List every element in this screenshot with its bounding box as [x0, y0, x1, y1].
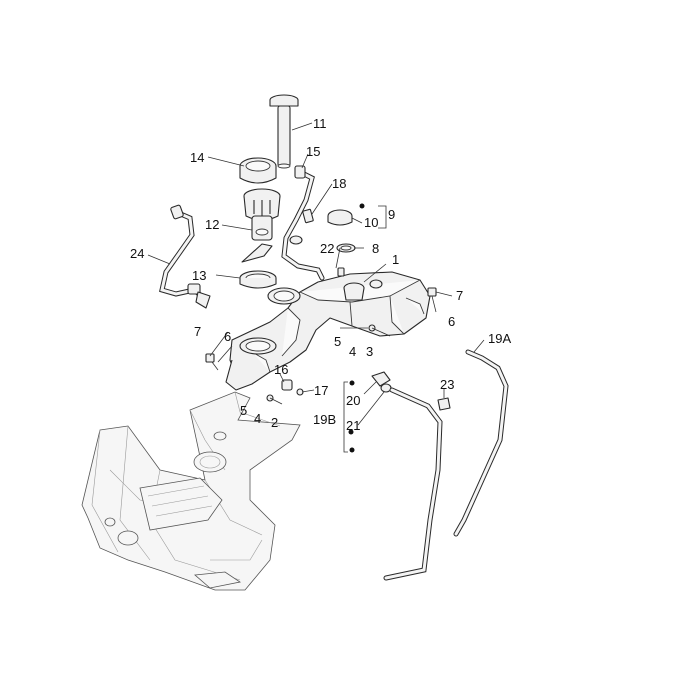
- pump-seal: [239, 270, 277, 289]
- callout-4-upper: 4: [349, 344, 356, 359]
- callout-11: 11: [313, 116, 327, 131]
- callout-4-lower: 4: [254, 411, 261, 426]
- callout-2: 2: [271, 415, 278, 430]
- fuel-tank: [225, 271, 431, 391]
- callout-7-right: 7: [456, 288, 463, 303]
- group-bracket-9: [378, 205, 387, 229]
- group-marker-dot: [349, 447, 355, 453]
- group-bracket-19b: [343, 381, 348, 453]
- callout-1: 1: [392, 252, 399, 267]
- scooter-frame: [81, 391, 301, 591]
- callout-10: 10: [364, 215, 378, 230]
- callout-5-lower: 5: [240, 403, 247, 418]
- lock-ring: [239, 157, 277, 184]
- hose-15: [281, 165, 325, 281]
- callout-labels: 11 14 15 18 9 10 12 8 24 22 1 13 7 6 7 6…: [130, 116, 511, 433]
- callout-17: 17: [314, 383, 328, 398]
- fuel-level-sender: [269, 94, 299, 169]
- group-marker-dot: [359, 203, 365, 209]
- callout-5-upper: 5: [334, 334, 341, 349]
- callout-15: 15: [306, 144, 320, 159]
- callout-13: 13: [192, 268, 206, 283]
- callout-24: 24: [130, 246, 144, 261]
- callout-18: 18: [332, 176, 346, 191]
- callout-21: 21: [346, 418, 360, 433]
- callout-6-right: 6: [448, 314, 455, 329]
- callout-22: 22: [320, 241, 334, 256]
- callout-12: 12: [205, 217, 219, 232]
- hose-24: [159, 204, 211, 309]
- small-parts: [205, 208, 451, 411]
- callout-8: 8: [372, 241, 379, 256]
- leader-lines: [147, 122, 485, 426]
- callout-19B: 19B: [313, 412, 336, 427]
- drain-hose-19b: [383, 387, 443, 581]
- callout-20: 20: [346, 393, 360, 408]
- callout-3: 3: [366, 344, 373, 359]
- fuel-pump: [241, 188, 281, 263]
- group-marker-dot: [349, 380, 355, 386]
- callout-14: 14: [190, 150, 204, 165]
- callout-9: 9: [388, 207, 395, 222]
- callout-23: 23: [440, 377, 454, 392]
- callout-16: 16: [274, 362, 288, 377]
- group-marker-dot: [348, 429, 354, 435]
- callout-19A: 19A: [488, 331, 511, 346]
- callout-7-left: 7: [194, 324, 201, 339]
- callout-6-left: 6: [224, 329, 231, 344]
- drain-hose-19a: [453, 349, 509, 537]
